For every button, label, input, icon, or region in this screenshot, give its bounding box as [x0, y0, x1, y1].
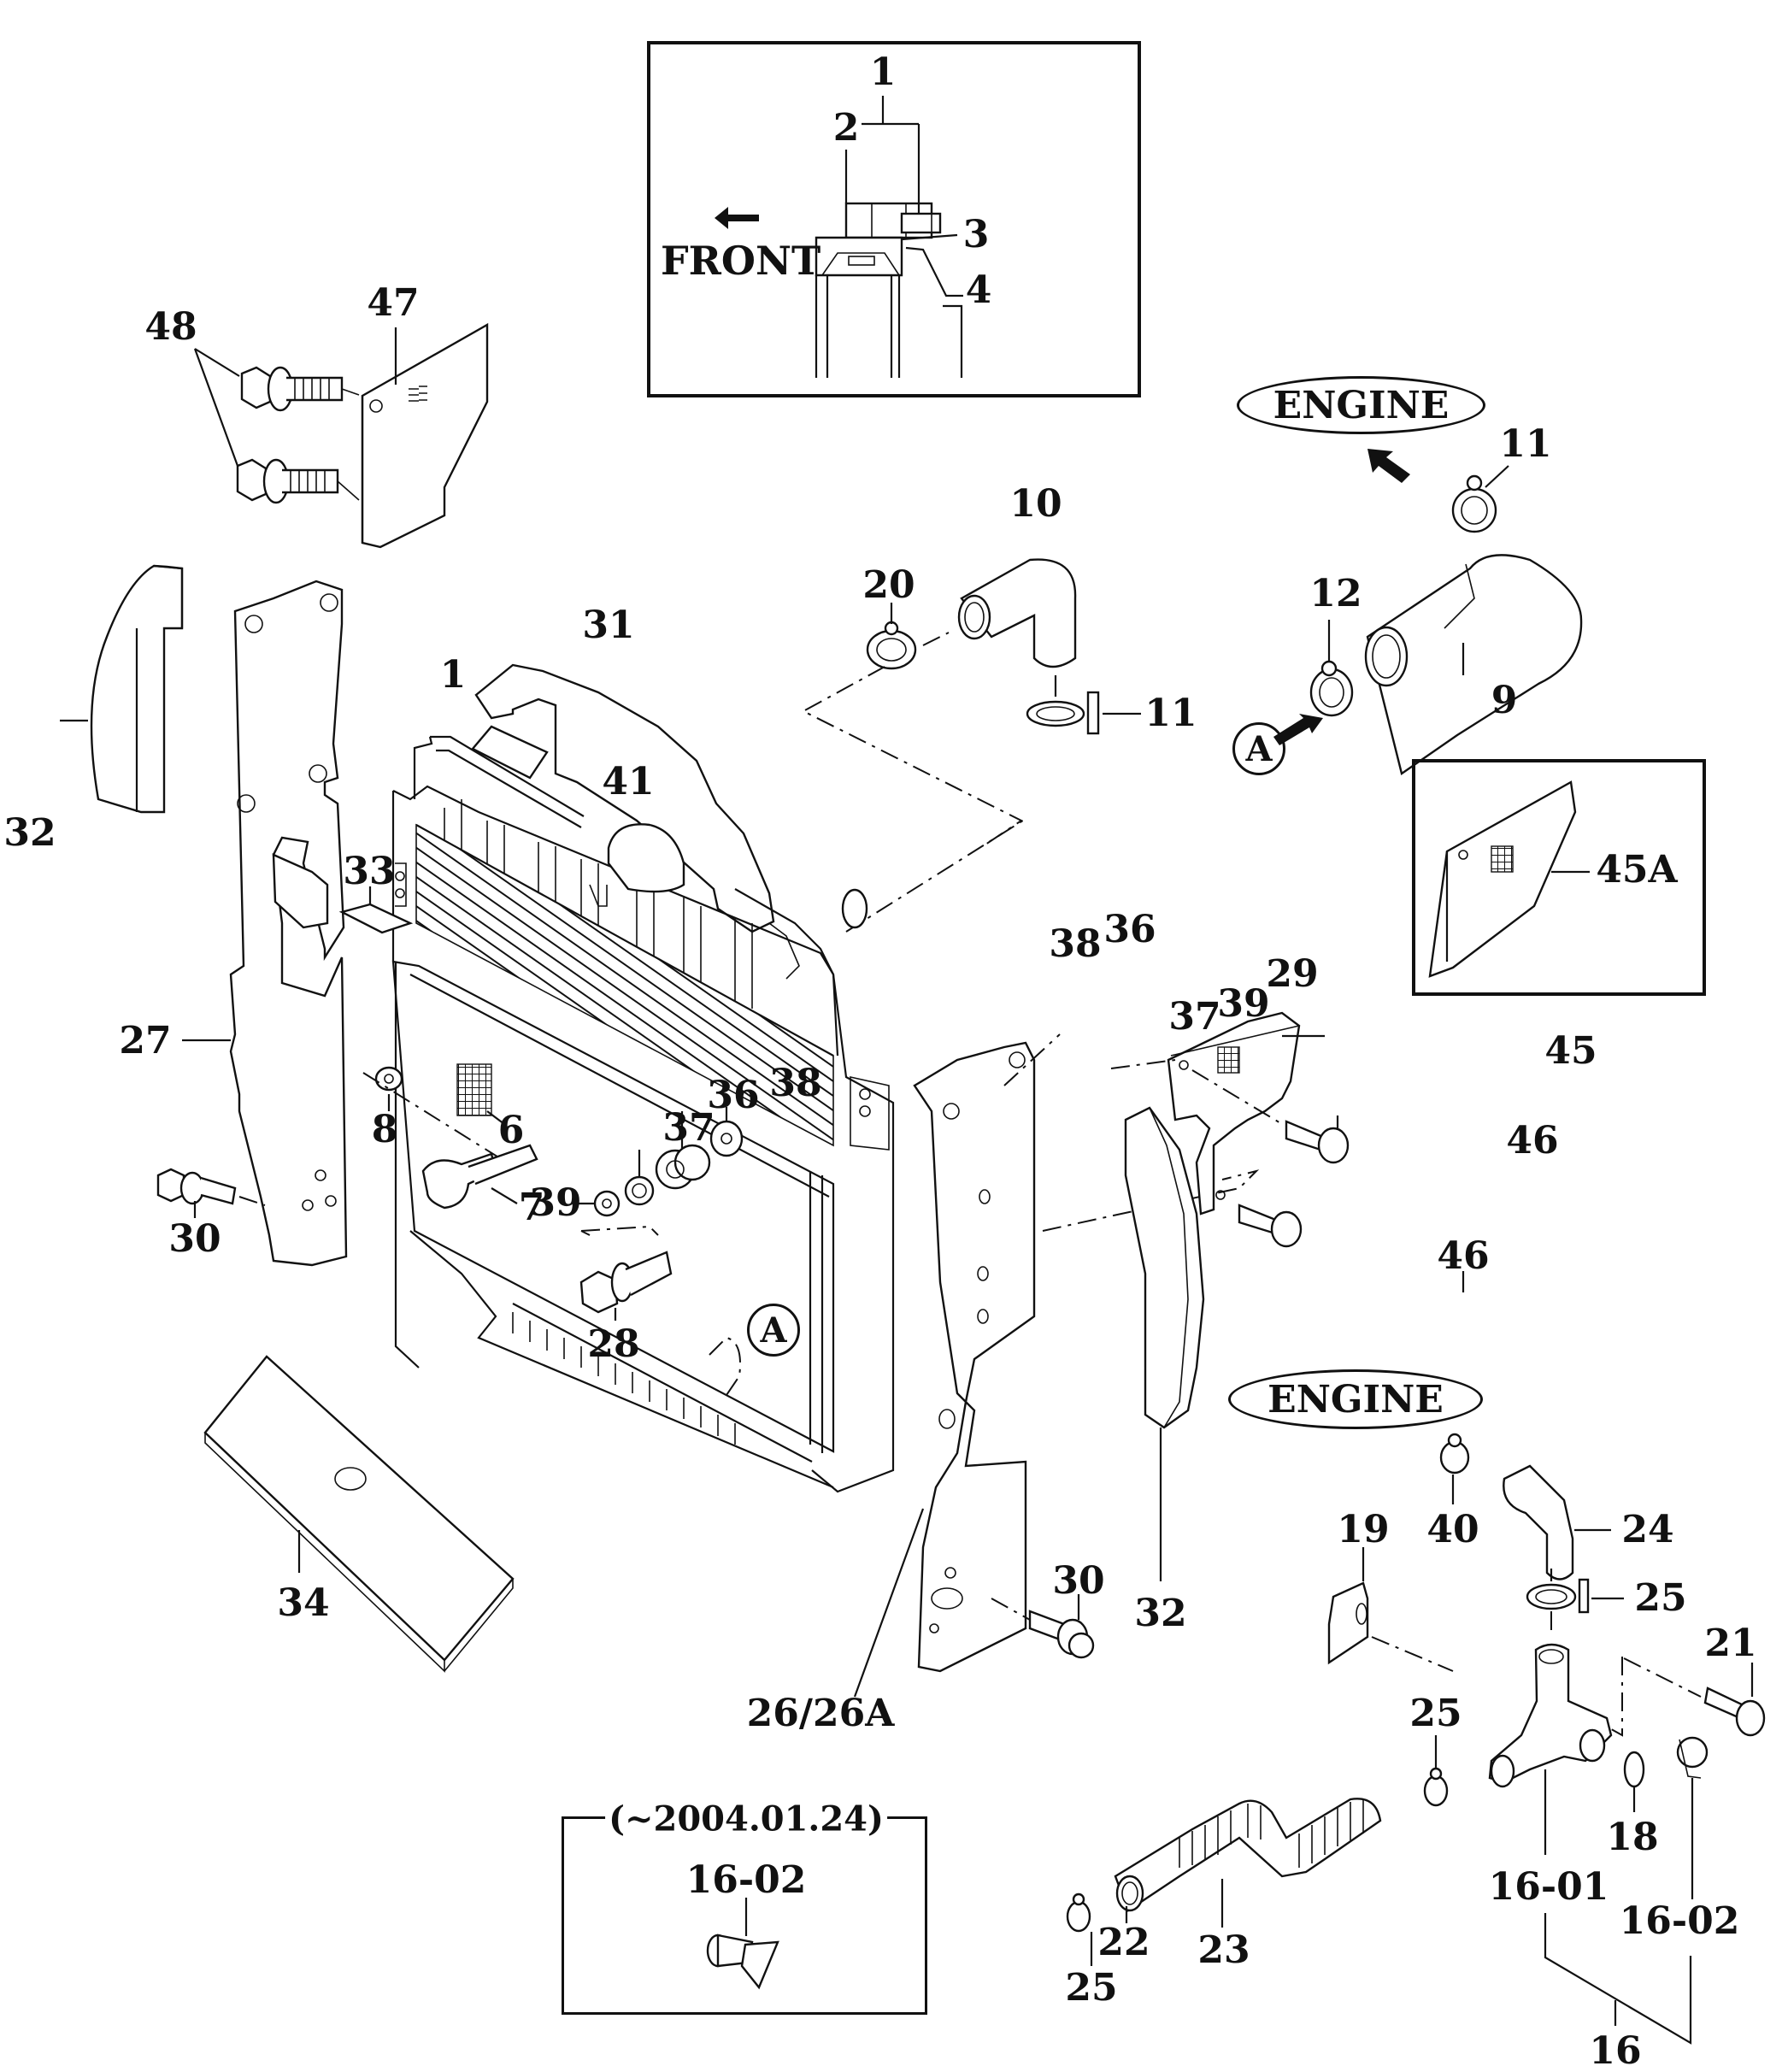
callout-28: 28: [587, 1322, 640, 1366]
panel-45-drawing: [1110, 1011, 1465, 1292]
callout-inset-2: 2: [832, 106, 860, 150]
callout-27: 27: [119, 1019, 172, 1062]
callout-25-upper: 25: [1634, 1576, 1687, 1620]
callout-32-left: 32: [3, 811, 56, 855]
callout-26-26a: 26/26A: [746, 1692, 895, 1735]
callout-22: 22: [1097, 1921, 1150, 1964]
inset-date-frame: [562, 1816, 927, 2015]
callout-16-02: 16-02: [1619, 1899, 1740, 1943]
callout-39-lower: 39: [529, 1181, 582, 1225]
callout-38-upper: 38: [1049, 922, 1102, 966]
callout-25-middle: 25: [1409, 1692, 1462, 1735]
callout-47: 47: [367, 281, 420, 325]
reference-mark-a-upper-text: A: [1245, 728, 1273, 769]
callout-24: 24: [1621, 1508, 1674, 1551]
hose-24-drawing: [1439, 1433, 1624, 1633]
hose-10-drawing: [801, 558, 1141, 933]
callout-7: 7: [518, 1186, 545, 1229]
inset-45a-drawing: [1428, 780, 1590, 978]
callout-32-right: 32: [1134, 1592, 1187, 1635]
callout-20: 20: [862, 563, 915, 607]
callout-36-upper: 36: [1103, 908, 1156, 951]
inset-45a-frame: [1412, 759, 1706, 996]
callout-41: 41: [602, 760, 655, 803]
hose-9-drawing: [1273, 449, 1583, 775]
engine-tag-lower-text: ENGINE: [1267, 1377, 1444, 1422]
reference-mark-a-upper: A: [1232, 722, 1285, 775]
inset-top-drawing: [715, 96, 963, 378]
callout-11-lower: 11: [1144, 692, 1197, 735]
bracket-26-drawing: [853, 1033, 1260, 1698]
callout-46-upper: 46: [1506, 1119, 1559, 1163]
callout-8: 8: [371, 1108, 398, 1151]
callout-inset-3: 3: [962, 213, 990, 256]
callout-12: 12: [1309, 572, 1362, 615]
callout-11-upper: 11: [1499, 422, 1552, 466]
cover-31-drawing: [471, 663, 775, 933]
callout-30-right: 30: [1052, 1559, 1105, 1603]
callout-6: 6: [497, 1109, 525, 1152]
callout-9: 9: [1491, 679, 1518, 722]
radiator-1-drawing: [362, 735, 895, 1493]
reference-mark-a-lower-text: A: [760, 1310, 787, 1351]
inset-top-frame: [647, 41, 1141, 397]
callout-40: 40: [1426, 1508, 1479, 1551]
callout-25-lower: 25: [1065, 1966, 1118, 2010]
callout-1: 1: [439, 653, 467, 697]
callout-23: 23: [1197, 1928, 1250, 1972]
housing-16-drawing: [1327, 1547, 1766, 2045]
callout-30-left: 30: [168, 1217, 221, 1261]
callout-38-lower: 38: [769, 1062, 822, 1105]
bracket-47-drawing: [193, 322, 489, 549]
callout-33: 33: [343, 850, 396, 893]
engine-tag-lower: ENGINE: [1228, 1369, 1483, 1429]
callout-36-lower: 36: [707, 1074, 760, 1117]
callout-37-lower: 37: [662, 1106, 715, 1150]
front-label: FRONT: [661, 238, 821, 284]
callout-16: 16: [1589, 2029, 1642, 2072]
callout-48: 48: [144, 305, 197, 349]
callout-21: 21: [1704, 1622, 1757, 1665]
date-inset-drawing: [706, 1898, 779, 1990]
callout-46-lower: 46: [1437, 1234, 1490, 1278]
date-range-label: (~2004.01.24): [605, 1798, 887, 1839]
callout-inset-1: 1: [869, 50, 897, 94]
callout-37-upper: 37: [1168, 995, 1221, 1039]
callout-39-upper: 39: [1217, 982, 1270, 1026]
callout-29: 29: [1266, 952, 1319, 996]
plate-34-drawing: [203, 1355, 515, 1673]
reference-mark-a-lower: A: [747, 1304, 800, 1357]
callout-45a: 45A: [1596, 848, 1678, 892]
engine-tag-upper-text: ENGINE: [1273, 383, 1450, 427]
engine-tag-upper: ENGINE: [1237, 376, 1485, 434]
pad-32-right-drawing: [1124, 1106, 1205, 1581]
bracket-27-32-drawing: [60, 564, 414, 1267]
callout-34: 34: [277, 1581, 330, 1625]
callout-19: 19: [1337, 1508, 1390, 1551]
callout-31: 31: [582, 603, 635, 647]
hose-22-23-drawing: [1066, 1798, 1382, 1966]
callout-18: 18: [1606, 1816, 1659, 1859]
callout-10: 10: [1009, 482, 1062, 526]
callout-16-01: 16-01: [1488, 1865, 1609, 1909]
callout-inset-4: 4: [965, 268, 992, 312]
callout-45: 45: [1544, 1029, 1597, 1073]
callout-16-02-inset: 16-02: [685, 1858, 807, 1902]
